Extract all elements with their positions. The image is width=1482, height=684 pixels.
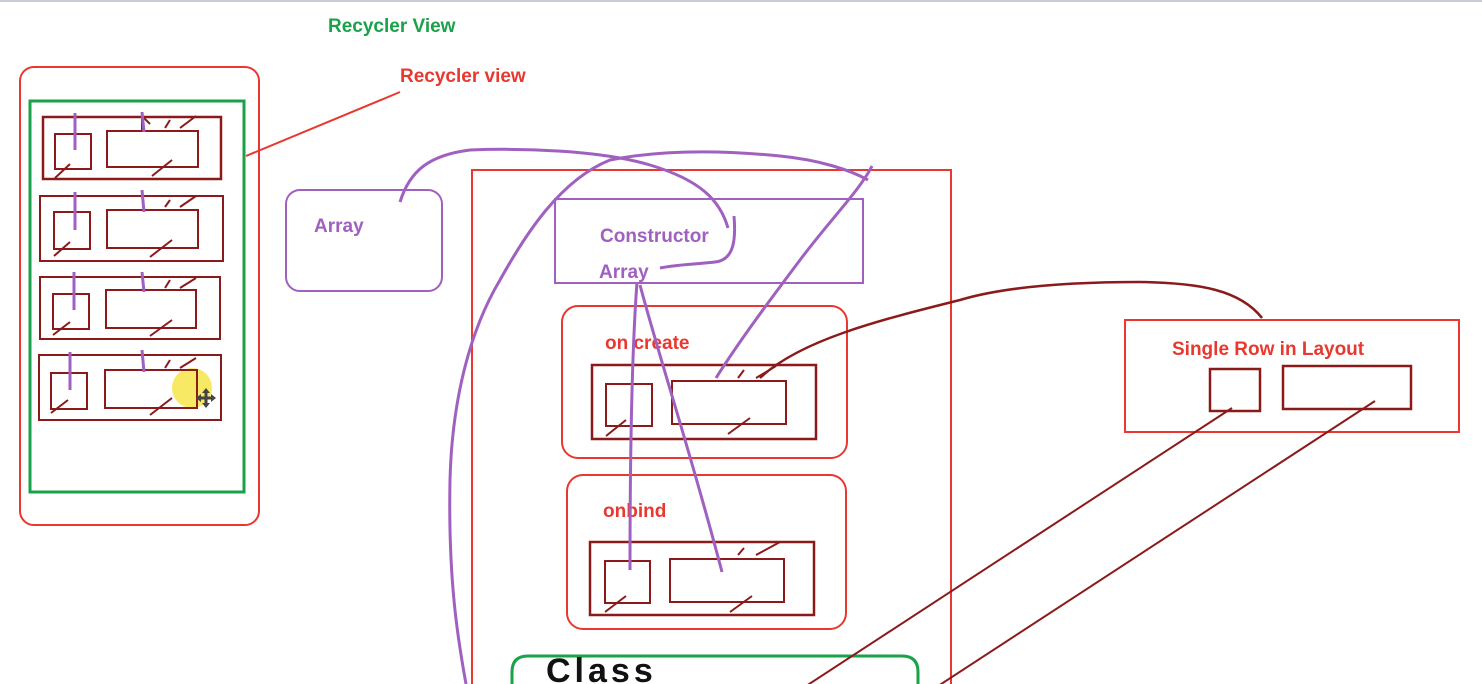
constructor-to-onbind-arrow-left <box>628 281 639 571</box>
recycler-view-callout: Recycler view <box>400 66 526 87</box>
row-to-oncreate-connector <box>759 280 1263 379</box>
array-label: Array <box>314 216 364 237</box>
recycler-view-title: Recycler View <box>328 16 456 37</box>
oncreate-section: on create <box>561 305 848 459</box>
oncreate-box <box>561 305 848 459</box>
single-row-box <box>1124 319 1460 433</box>
row-to-class-connector-right <box>939 400 1376 684</box>
callout-line <box>245 91 401 157</box>
recycler-view-container <box>28 99 246 494</box>
onbind-box <box>566 474 847 630</box>
class-outer-loop-arrow <box>448 150 869 684</box>
constructor-loop-stroke <box>659 215 737 270</box>
class-box <box>510 654 920 684</box>
list-row <box>41 111 223 181</box>
oncreate-label: on create <box>605 333 689 354</box>
list-row <box>39 271 221 340</box>
constructor-box <box>554 198 864 284</box>
row-to-class-connector-left <box>807 407 1233 684</box>
oncreate-to-constructor-arrow <box>714 165 874 379</box>
class-handwritten-label: Class <box>546 652 657 684</box>
onbind-label: onbind <box>603 501 666 522</box>
onbind-section: onbind <box>566 474 847 630</box>
list-row <box>38 349 222 421</box>
array-to-constructor-arrow <box>398 147 730 229</box>
adapter-class-box <box>471 169 952 684</box>
move-cursor-icon <box>196 388 216 408</box>
constructor-to-onbind-arrow-right <box>638 284 724 573</box>
constructor-label: Constructor <box>600 226 709 247</box>
list-row <box>39 189 224 262</box>
phone-mockup <box>19 66 401 526</box>
single-row-label: Single Row in Layout <box>1172 339 1365 360</box>
array-box <box>285 189 443 292</box>
constructor-array-label: Array <box>599 262 649 283</box>
single-row-layout: Single Row in Layout <box>1124 319 1460 433</box>
phone-outline <box>19 66 260 526</box>
